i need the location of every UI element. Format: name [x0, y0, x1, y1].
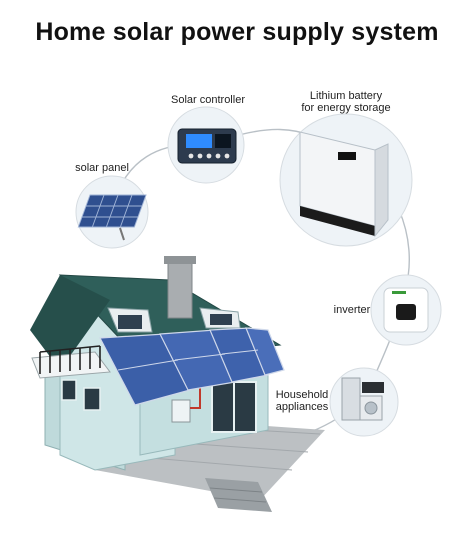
roof-solar-panels — [99, 327, 285, 406]
inverter-node — [370, 274, 442, 346]
label-appliances-line2: appliances — [275, 401, 329, 413]
solar-panel-icon — [77, 194, 147, 228]
label-battery-line2: for energy storage — [301, 102, 391, 114]
label-solar-panel: solar panel — [75, 162, 129, 174]
battery-node — [279, 113, 413, 247]
solar-controller-node — [167, 106, 245, 184]
label-inverter: inverter — [333, 304, 371, 316]
label-appliances: Household appliances — [270, 389, 334, 413]
page-title: Home solar power supply system — [35, 18, 439, 46]
solar-panel-node — [75, 175, 149, 249]
appliances-node — [329, 367, 399, 437]
label-battery-line1: Lithium battery — [309, 90, 383, 102]
label-appliances-line1: Household — [275, 389, 329, 401]
label-battery: Lithium battery for energy storage — [288, 90, 404, 114]
house-illustration — [30, 256, 325, 512]
battery-icon — [299, 131, 389, 238]
label-solar-controller: Solar controller — [171, 94, 245, 106]
